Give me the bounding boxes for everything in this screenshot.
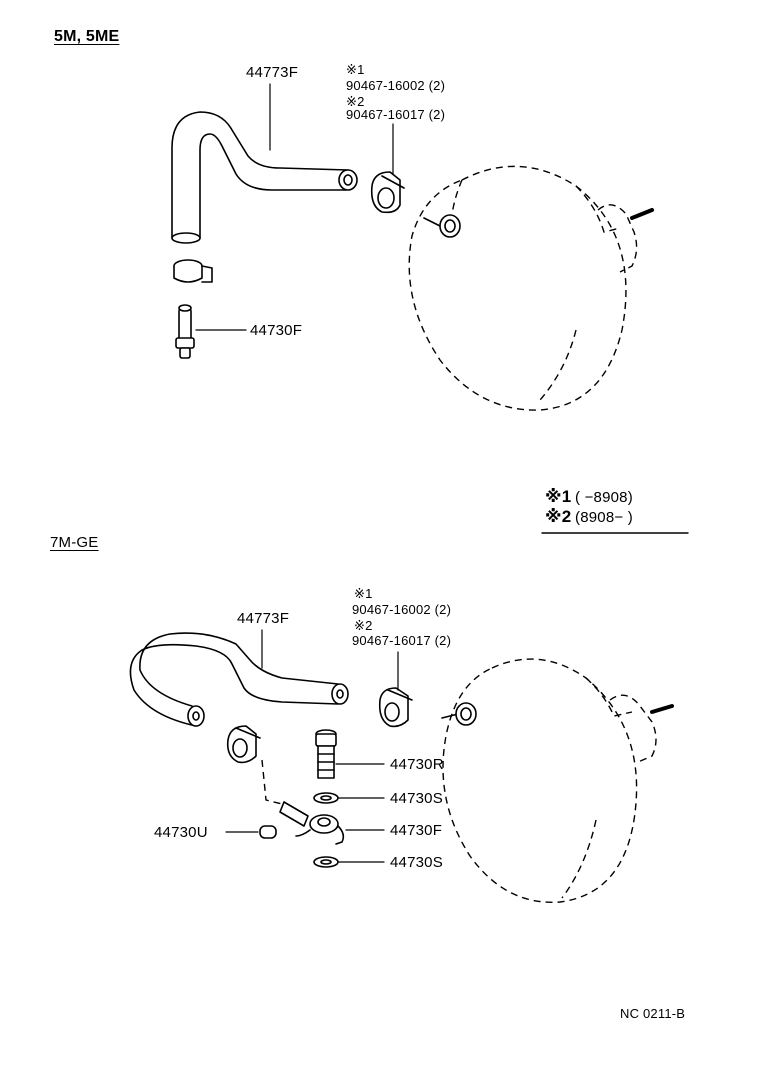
legend-row1-range: ( −8908) <box>575 489 633 506</box>
legend-row1-mark: ※1 <box>545 487 572 506</box>
section-title-top: 5M, 5ME <box>54 28 120 45</box>
top-brake-booster <box>408 165 654 411</box>
bottom-clip-note2-mark: ※2 <box>354 618 373 633</box>
top-clip-note1-mark: ※1 <box>346 62 365 77</box>
bottom-cap-part-label: 44730U <box>154 824 208 841</box>
top-hose-clip-upper <box>370 171 405 214</box>
footer-code: NC 0211-B <box>620 1006 686 1021</box>
section-title-bottom: 7M-GE <box>50 534 99 551</box>
bottom-clip-note1-part: 90467-16002 (2) <box>352 602 452 617</box>
bottom-clip-note1-mark: ※1 <box>354 586 373 601</box>
bottom-union-fitting <box>279 801 345 845</box>
top-vacuum-hose <box>171 111 358 244</box>
bottom-hose-clip-upper <box>378 687 413 728</box>
top-clip-note1-part: 90467-16002 (2) <box>346 78 446 93</box>
bottom-clip-note2-part: 90467-16017 (2) <box>352 633 452 648</box>
bottom-hose-part-label: 44773F <box>237 610 290 627</box>
top-hose-clip-lower <box>173 259 213 283</box>
bottom-gasket-lower-part-label: 44730S <box>390 854 443 871</box>
top-hose-part-label: 44773F <box>246 64 299 81</box>
bottom-union-bolt <box>315 729 337 779</box>
bottom-bolt-part-label: 44730R <box>390 756 444 773</box>
bottom-gasket-upper <box>313 792 339 804</box>
bottom-gasket-lower <box>313 856 339 868</box>
top-union-part-label: 44730F <box>250 322 303 339</box>
top-clip-note2-mark: ※2 <box>346 94 365 109</box>
bottom-union-part-label: 44730F <box>390 822 443 839</box>
bottom-vacuum-cap <box>259 825 277 839</box>
bottom-hose-clip-lower <box>226 725 261 764</box>
top-clip-note2-part: 90467-16017 (2) <box>346 107 446 122</box>
bottom-vacuum-hose <box>129 632 349 727</box>
legend-row2-mark: ※2 <box>545 507 572 526</box>
legend-row2-range: (8908− ) <box>575 509 633 526</box>
bottom-brake-booster <box>441 658 674 903</box>
bottom-gasket-upper-part-label: 44730S <box>390 790 443 807</box>
top-union-fitting <box>175 304 195 359</box>
